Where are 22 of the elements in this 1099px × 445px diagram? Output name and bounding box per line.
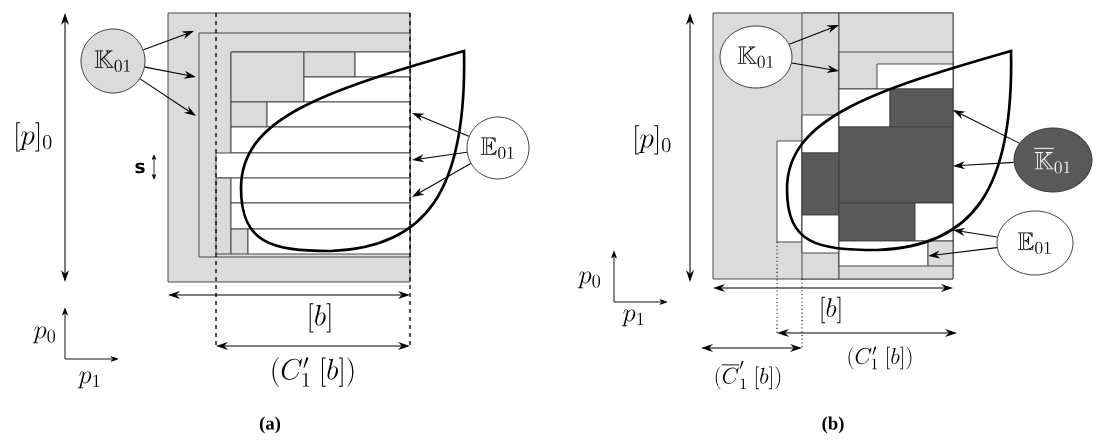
packing-cell [230,177,411,204]
panel-caption: (a) [259,416,281,434]
math-label: $[p]_0$ [635,125,671,155]
math-label: $p_0$ [32,326,56,344]
math-label: $p_0$ [577,271,600,289]
math-label: $p_1$ [621,309,644,327]
math-label: $[p]_0$ [16,122,52,152]
math-label: $[b]$ [309,303,331,333]
packing-cell [215,152,411,179]
math-label: $p_1$ [77,371,100,389]
leader-arrow [953,110,1020,144]
leader-arrow [412,163,472,197]
math-label: $(C'_1\ [b])$ [848,346,912,370]
packing-cell [889,88,954,128]
math-label: $[b]$ [821,296,841,324]
leader-arrow [139,78,196,116]
packing-cell [914,202,954,242]
math-label: $(C'_1\ [b])$ [272,357,354,387]
panel-caption: (b) [822,416,844,434]
math-label: $(\overline{C}'_1\ [b])$ [715,360,781,390]
symbol-label: s [135,162,145,174]
packing-cell [266,101,411,128]
